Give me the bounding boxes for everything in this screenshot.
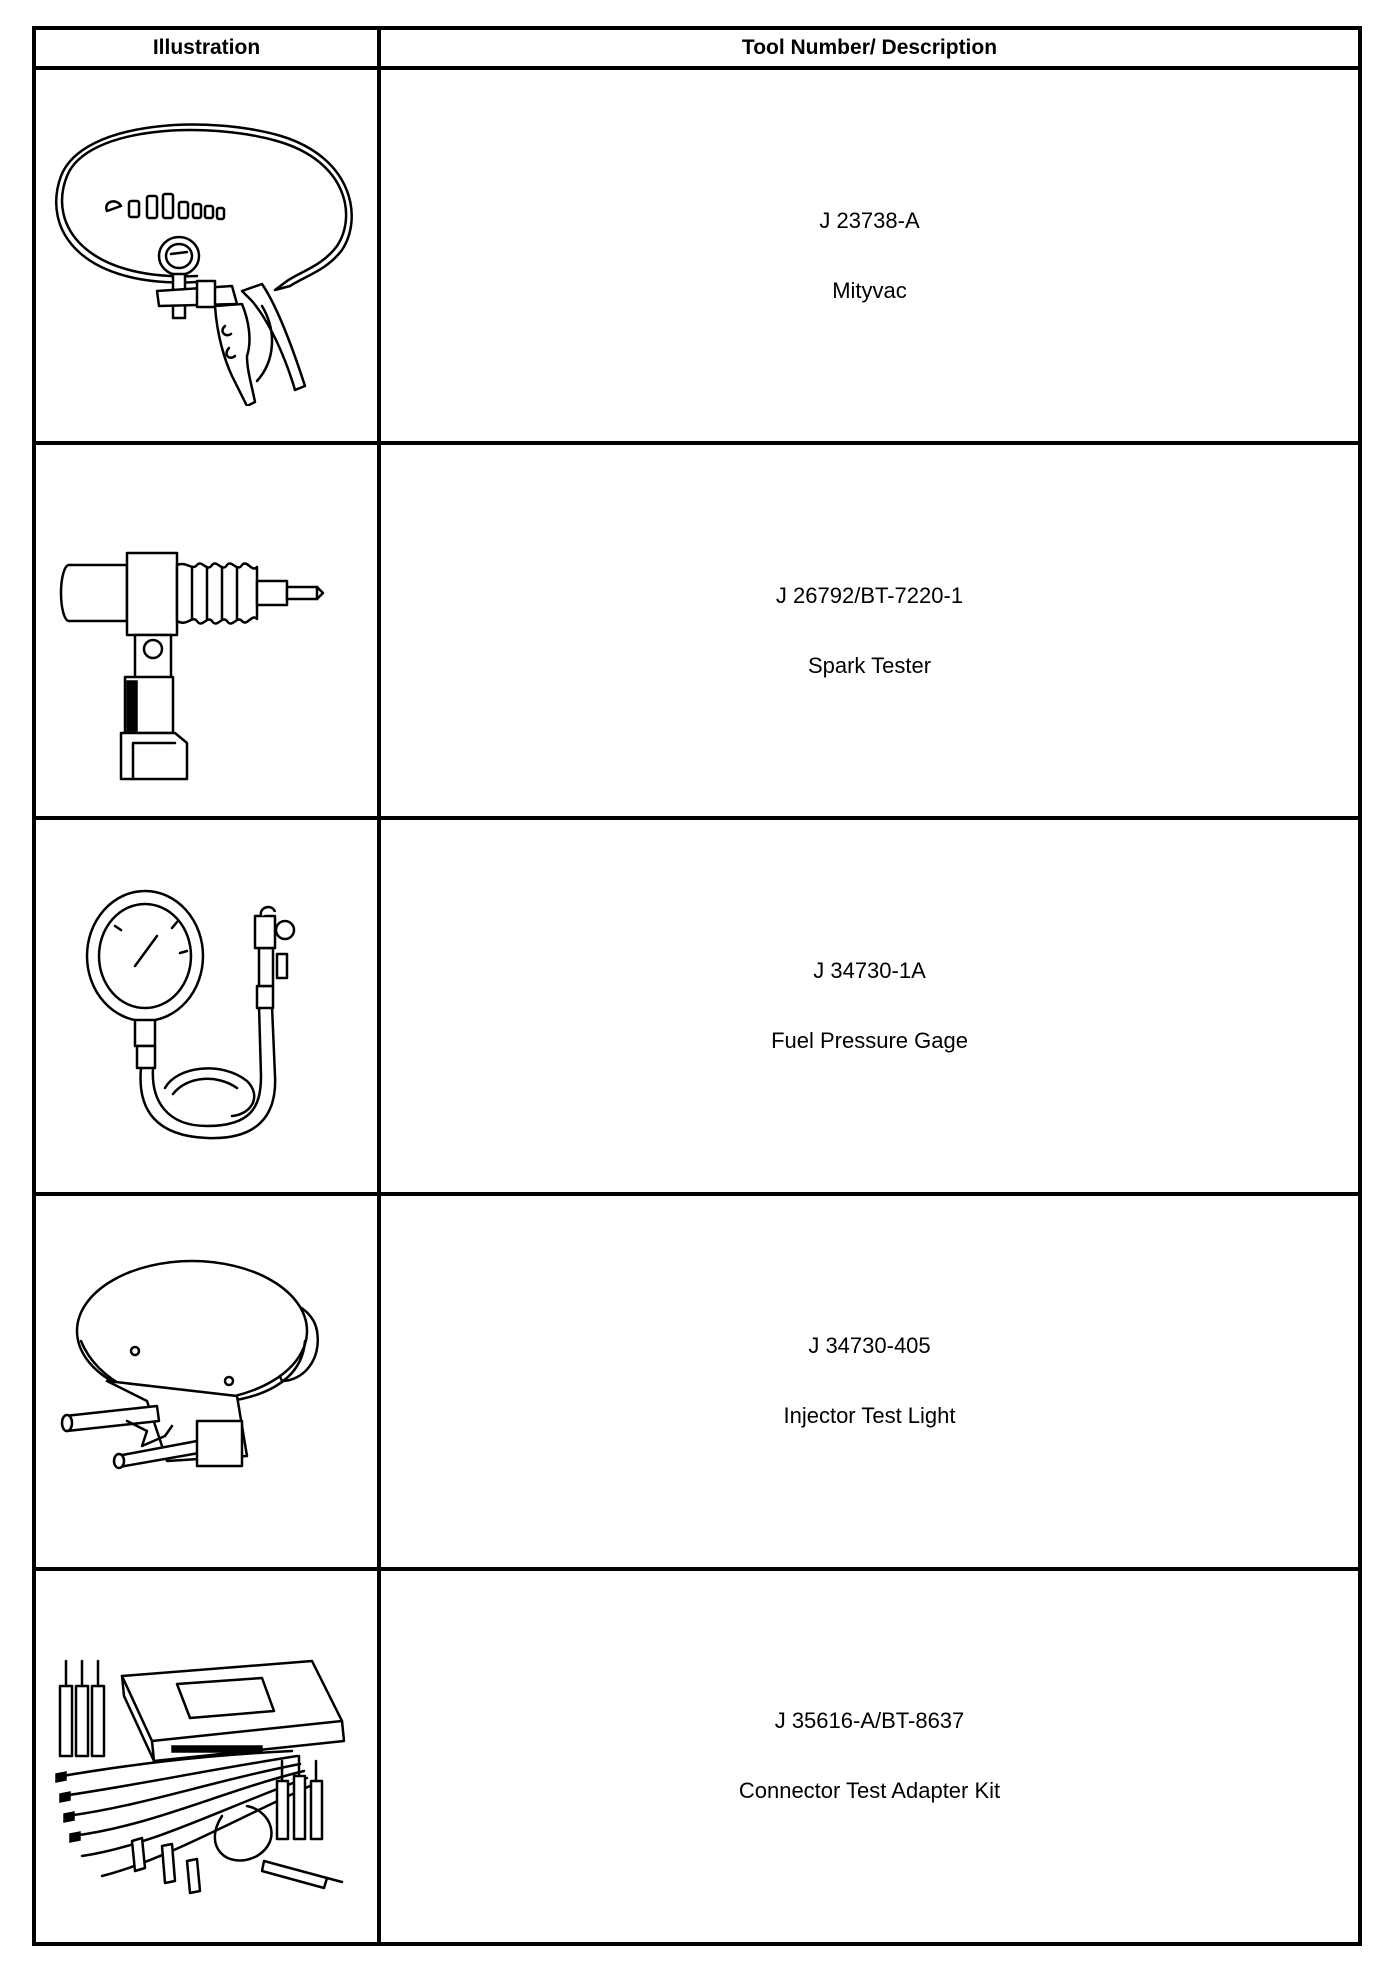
tool-number: J 34730-1A	[813, 957, 926, 983]
tool-number: J 23738-A	[819, 207, 920, 233]
vacuum-pump-icon	[54, 122, 353, 406]
illustration-cell	[32, 65, 381, 446]
tool-number: J 26792/BT-7220-1	[775, 582, 964, 608]
adapter-kit-icon	[54, 1660, 345, 1895]
description-cell: J 34730-1A Fuel Pressure Gage	[377, 816, 1362, 1196]
table-row: J 34730-1A Fuel Pressure Gage	[32, 816, 1362, 1196]
description-cell: J 34730-405 Injector Test Light	[377, 1191, 1362, 1571]
spark-tester-icon	[59, 551, 324, 781]
description-cell: J 26792/BT-7220-1 Spark Tester	[377, 441, 1362, 821]
illustration-cell	[32, 816, 381, 1196]
tool-name: Spark Tester	[807, 652, 932, 678]
tool-name: Mityvac	[832, 277, 907, 303]
table-row: J 34730-405 Injector Test Light	[32, 1191, 1362, 1571]
description-cell: J 35616-A/BT-8637 Connector Test Adapter…	[377, 1566, 1362, 1947]
description-cell: J 23738-A Mityvac	[377, 65, 1362, 446]
table-row: J 26792/BT-7220-1 Spark Tester	[32, 441, 1362, 821]
special-tools-table: Illustration Tool Number/ Description	[32, 26, 1362, 1947]
tool-name: Fuel Pressure Gage	[771, 1027, 968, 1053]
illustration-cell	[32, 441, 381, 821]
description-column-header: Tool Number/ Description	[377, 26, 1362, 70]
illustration-cell	[32, 1191, 381, 1571]
tool-number: J 34730-405	[808, 1333, 931, 1359]
tool-name: Injector Test Light	[783, 1403, 956, 1429]
tool-name: Connector Test Adapter Kit	[738, 1778, 1001, 1804]
tool-table-sheet: Illustration Tool Number/ Description	[32, 26, 1362, 1947]
table-row: J 23738-A Mityvac	[32, 65, 1362, 446]
illustration-column-header: Illustration	[32, 26, 381, 70]
illustration-cell	[32, 1566, 381, 1947]
injector-test-light-icon	[60, 1259, 319, 1470]
pressure-gauge-icon	[85, 889, 295, 1140]
tool-number: J 35616-A/BT-8637	[774, 1708, 965, 1734]
table-header-row: Illustration Tool Number/ Description	[32, 26, 1362, 70]
table-row: J 35616-A/BT-8637 Connector Test Adapter…	[32, 1566, 1362, 1947]
